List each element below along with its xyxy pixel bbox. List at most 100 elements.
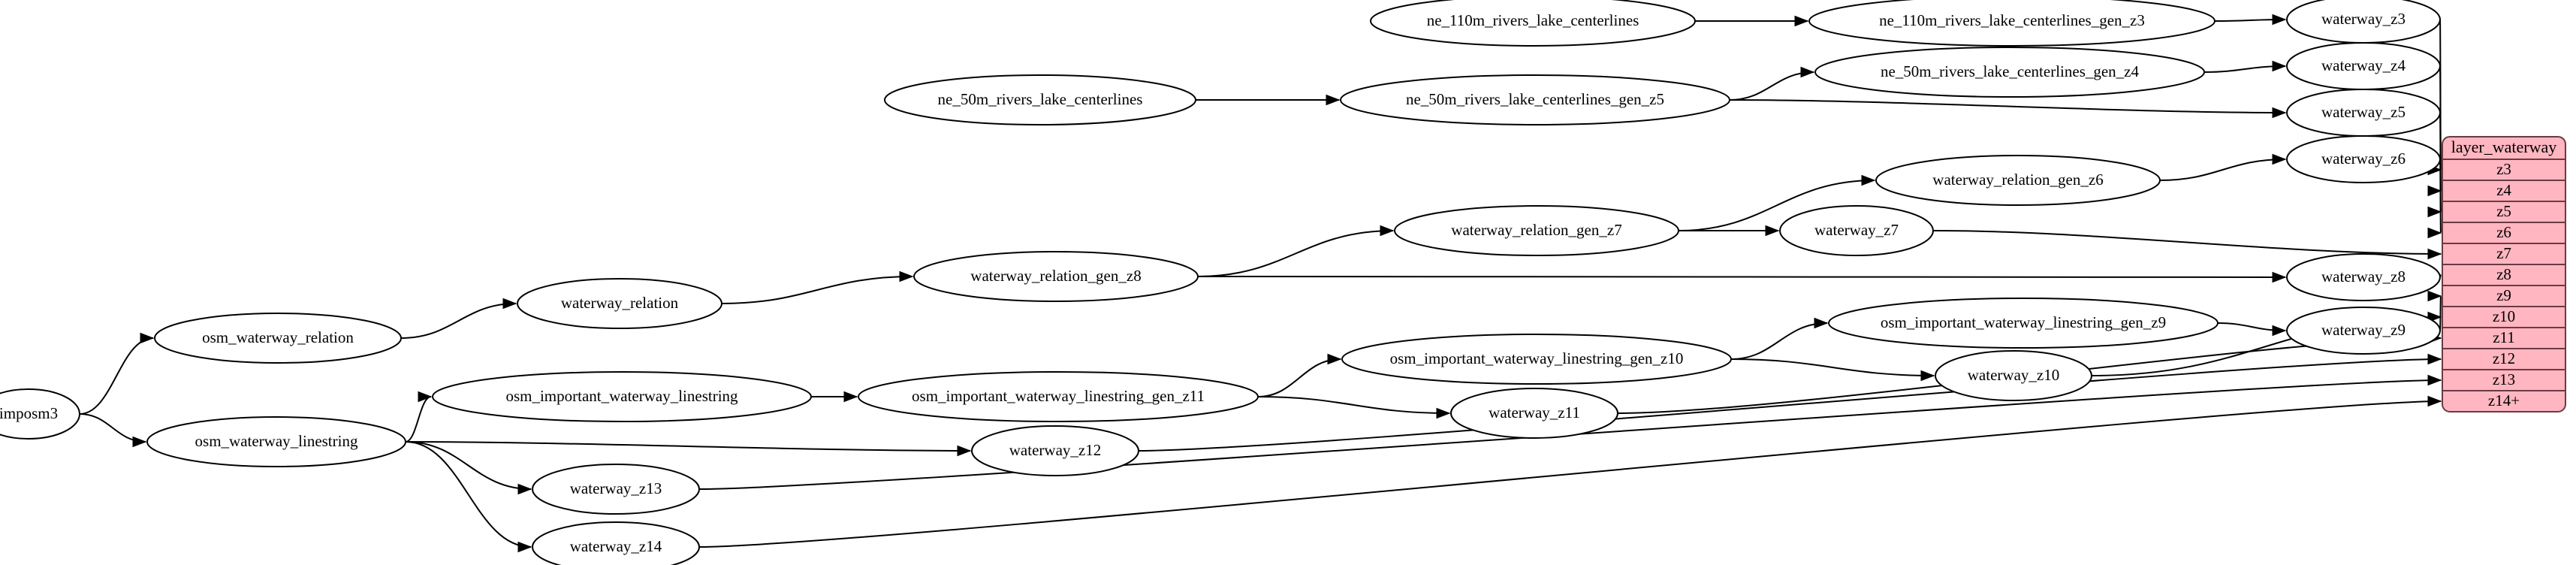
node-ne_50m_rivers_lake_centerlines[interactable]: ne_50m_rivers_lake_centerlines: [884, 74, 1196, 125]
node-label: waterway_z5: [2321, 103, 2406, 121]
node-waterway_z5[interactable]: waterway_z5: [2286, 89, 2441, 137]
node-ne_110m_rivers_lake_centerlines_gen_z3[interactable]: ne_110m_rivers_lake_centerlines_gen_z3: [1808, 0, 2216, 47]
node-ne_110m_rivers_lake_centerlines[interactable]: ne_110m_rivers_lake_centerlines: [1370, 0, 1696, 47]
edge-waterway_relation_gen_z7-to-waterway_relation_gen_z6: [1678, 174, 1876, 231]
edge-imposm3-to-osm_waterway_relation: [79, 332, 155, 415]
edge-arrowhead: [1814, 317, 1829, 329]
edge-osm_important_waterway_linestring-to-osm_important_waterway_linestring_gen_z11: [811, 391, 858, 403]
record-row-z9[interactable]: z9: [2496, 286, 2511, 304]
record-row-z4[interactable]: z4: [2496, 181, 2511, 199]
node-label: waterway_z4: [2321, 56, 2406, 74]
node-label: osm_important_waterway_linestring_gen_z1…: [1390, 349, 1684, 367]
record-row-z12[interactable]: z12: [2493, 349, 2515, 367]
node-ellipse: [1370, 0, 1696, 47]
node-label: osm_important_waterway_linestring: [505, 387, 738, 405]
edge-arrowhead: [2427, 206, 2442, 218]
record-node-layer-waterway[interactable]: layer_waterwayz3z4z5z6z7z8z9z10z11z12z13…: [2442, 136, 2566, 412]
node-osm_important_waterway_linestring_gen_z9[interactable]: osm_important_waterway_linestring_gen_z9: [1828, 298, 2219, 349]
edge-arrowhead: [1326, 94, 1341, 106]
node-osm_important_waterway_linestring_gen_z10[interactable]: osm_important_waterway_linestring_gen_z1…: [1341, 334, 1732, 385]
node-label: osm_important_waterway_linestring_gen_z1…: [912, 387, 1205, 405]
node-waterway_z14[interactable]: waterway_z14: [532, 521, 700, 565]
record-row-z5[interactable]: z5: [2496, 202, 2511, 220]
node-ellipse: [1828, 298, 2219, 349]
edge-ne_50m_rivers_lake_centerlines_gen_z5-to-waterway_z5: [1729, 99, 2287, 119]
node-label: waterway_z14: [570, 537, 662, 555]
edge-osm_important_waterway_linestring_gen_z10-to-osm_important_waterway_linestring_gen_z9: [1730, 317, 1829, 360]
record-outline: [2442, 136, 2566, 412]
node-waterway_z7[interactable]: waterway_z7: [1779, 205, 1934, 256]
record-node-layer: layer_waterwayz3z4z5z6z7z8z9z10z11z12z13…: [2442, 136, 2566, 412]
edge-arrowhead: [1327, 353, 1342, 365]
edge-arrowhead: [2272, 14, 2287, 26]
node-label: osm_waterway_linestring: [195, 432, 358, 450]
node-label: waterway_z13: [570, 479, 662, 497]
node-ellipse: [1340, 74, 1730, 125]
node-waterway_relation_gen_z6[interactable]: waterway_relation_gen_z6: [1875, 155, 2161, 206]
node-ellipse: [884, 74, 1196, 125]
record-row-z10[interactable]: z10: [2493, 307, 2515, 325]
edge-line: [1729, 99, 2286, 113]
node-imposm3[interactable]: imposm3: [0, 388, 80, 440]
node-label: waterway_z11: [1489, 403, 1580, 421]
node-osm_waterway_linestring[interactable]: osm_waterway_linestring: [146, 416, 406, 467]
record-row-z11[interactable]: z11: [2493, 328, 2515, 346]
node-label: osm_waterway_relation: [202, 328, 354, 346]
edge-line: [1197, 276, 2286, 278]
edge-waterway_z14-to-layer_waterway-z14+: [698, 395, 2442, 548]
edge-arrowhead: [2272, 107, 2287, 119]
edge-arrowhead: [132, 436, 147, 448]
node-waterway_z3[interactable]: waterway_z3: [2286, 0, 2441, 44]
edge-line: [1197, 230, 1394, 277]
node-ellipse: [1341, 334, 1732, 385]
edge-line: [1932, 230, 2442, 255]
record-row-z14plus[interactable]: z14+: [2488, 391, 2520, 409]
edge-line: [79, 337, 154, 415]
node-waterway_z6[interactable]: waterway_z6: [2286, 135, 2441, 183]
node-waterway_relation[interactable]: waterway_relation: [517, 278, 722, 329]
node-ellipse: [858, 371, 1259, 422]
edge-osm_waterway_relation-to-waterway_relation: [400, 298, 517, 339]
node-label: ne_50m_rivers_lake_centerlines_gen_z4: [1881, 62, 2140, 80]
node-ne_50m_rivers_lake_centerlines_gen_z4[interactable]: ne_50m_rivers_lake_centerlines_gen_z4: [1814, 47, 2205, 98]
node-label: imposm3: [0, 404, 58, 422]
node-ellipse: [0, 388, 80, 440]
edge-line: [1257, 358, 1341, 397]
edge-line: [1138, 358, 2442, 452]
node-ellipse: [1394, 205, 1679, 256]
edges-layer: [79, 14, 2442, 553]
node-ellipse: [1875, 155, 2161, 206]
record-row-z13[interactable]: z13: [2493, 370, 2515, 388]
node-waterway_z4[interactable]: waterway_z4: [2286, 42, 2441, 90]
node-waterway_z13[interactable]: waterway_z13: [532, 464, 700, 515]
edge-arrowhead: [2427, 353, 2442, 365]
node-waterway_z12[interactable]: waterway_z12: [971, 425, 1139, 476]
node-waterway_relation_gen_z7[interactable]: waterway_relation_gen_z7: [1394, 205, 1679, 256]
record-row-z8[interactable]: z8: [2496, 265, 2511, 283]
node-waterway_z10[interactable]: waterway_z10: [1935, 350, 2092, 401]
edge-line: [400, 303, 517, 339]
node-label: ne_50m_rivers_lake_centerlines: [938, 90, 1143, 108]
node-osm_important_waterway_linestring_gen_z11[interactable]: osm_important_waterway_linestring_gen_z1…: [858, 371, 1259, 422]
node-label: waterway_relation_gen_z6: [1932, 171, 2103, 189]
edge-arrowhead: [1861, 174, 1876, 186]
edge-arrowhead: [1765, 225, 1780, 237]
record-row-z7[interactable]: z7: [2496, 244, 2511, 262]
record-row-z6[interactable]: z6: [2496, 223, 2511, 241]
node-ne_50m_rivers_lake_centerlines_gen_z5[interactable]: ne_50m_rivers_lake_centerlines_gen_z5: [1340, 74, 1730, 125]
node-waterway_z11[interactable]: waterway_z11: [1450, 388, 1618, 439]
edge-waterway_relation_gen_z8-to-waterway_relation_gen_z7: [1197, 225, 1395, 277]
edge-arrowhead: [1800, 66, 1815, 78]
edge-osm_waterway_linestring-to-waterway_z14: [405, 441, 532, 553]
node-ellipse: [913, 251, 1199, 302]
node-osm_important_waterway_linestring[interactable]: osm_important_waterway_linestring: [432, 371, 812, 422]
node-waterway_relation_gen_z8[interactable]: waterway_relation_gen_z8: [913, 251, 1199, 302]
edge-waterway_z12-to-layer_waterway-z12: [1138, 353, 2442, 452]
node-ellipse: [2286, 135, 2441, 183]
node-waterway_z8[interactable]: waterway_z8: [2286, 253, 2441, 301]
edge-arrowhead: [517, 483, 532, 495]
edge-arrowhead: [1794, 15, 1809, 27]
node-waterway_z9[interactable]: waterway_z9: [2286, 307, 2441, 355]
node-osm_waterway_relation[interactable]: osm_waterway_relation: [154, 313, 402, 364]
record-row-z3[interactable]: z3: [2496, 160, 2511, 178]
